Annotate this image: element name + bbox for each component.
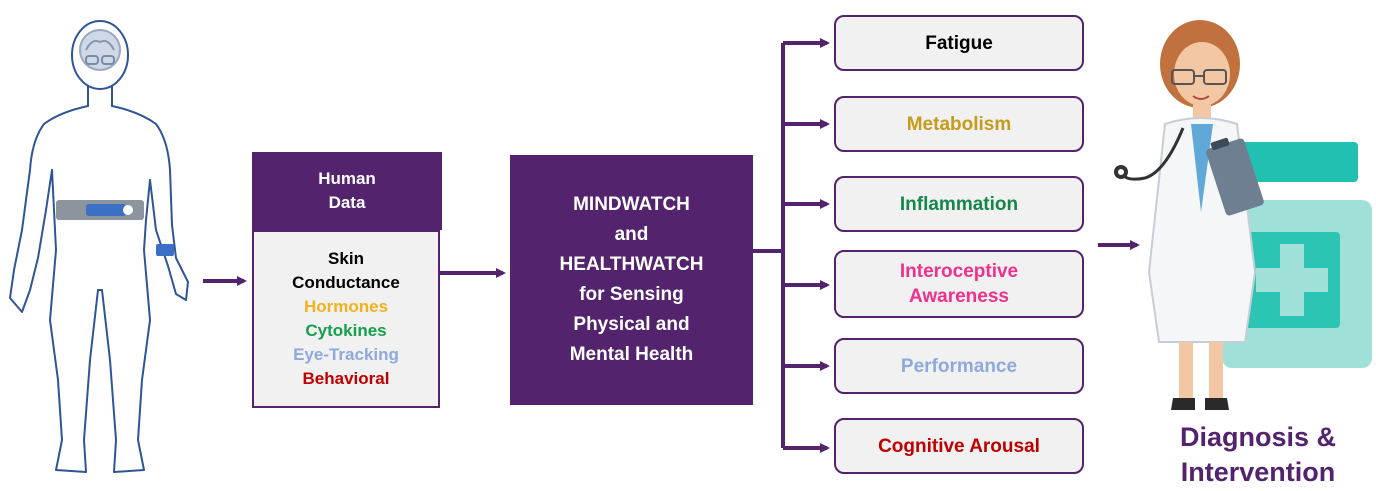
output-label: Metabolism xyxy=(906,113,1012,135)
human-data-header: Human Data xyxy=(252,152,442,230)
human-data-item: Cytokines xyxy=(305,321,387,340)
human-data-list: Skin Conductance Hormones Cytokines Eye-… xyxy=(252,230,440,408)
output-label: Fatigue xyxy=(925,32,993,54)
output-label: Awareness xyxy=(909,286,1009,307)
human-data-item: Skin xyxy=(328,249,364,268)
mindwatch-line: for Sensing xyxy=(579,284,684,305)
diagnosis-intervention-label: Diagnosis & Intervention xyxy=(1148,420,1368,490)
output-box-interoceptive-awareness: Interoceptive Awareness xyxy=(834,250,1084,318)
doctor-icon xyxy=(1114,20,1264,410)
medicine-bottle-icon xyxy=(1222,142,1372,368)
output-label: Cognitive Arousal xyxy=(878,435,1040,457)
mindwatch-box: MINDWATCH and HEALTHWATCH for Sensing Ph… xyxy=(510,155,753,405)
mindwatch-line: HEALTHWATCH xyxy=(559,254,704,275)
mindwatch-line: and xyxy=(614,224,649,245)
mindwatch-line: Mental Health xyxy=(569,344,694,365)
output-box-inflammation: Inflammation xyxy=(834,176,1084,232)
human-data-header-line1: Human xyxy=(318,169,376,188)
human-data-item: Behavioral xyxy=(302,369,390,388)
mindwatch-line: Physical and xyxy=(573,314,690,335)
output-label: Interoceptive xyxy=(899,261,1019,282)
output-box-cognitive-arousal: Cognitive Arousal xyxy=(834,418,1084,474)
human-data-item: Hormones xyxy=(303,297,389,316)
diagnosis-line2: Intervention xyxy=(1180,457,1336,487)
output-box-performance: Performance xyxy=(834,338,1084,394)
output-box-metabolism: Metabolism xyxy=(834,96,1084,152)
mindwatch-line: MINDWATCH xyxy=(573,194,690,215)
output-box-fatigue: Fatigue xyxy=(834,15,1084,71)
output-label: Inflammation xyxy=(899,193,1019,215)
human-data-item: Conductance xyxy=(292,273,400,292)
human-data-item: Eye-Tracking xyxy=(293,345,399,364)
human-body-icon xyxy=(9,20,189,473)
diagnosis-line1: Diagnosis & xyxy=(1179,422,1337,452)
output-label: Performance xyxy=(900,355,1018,377)
human-data-header-line2: Data xyxy=(328,193,366,212)
